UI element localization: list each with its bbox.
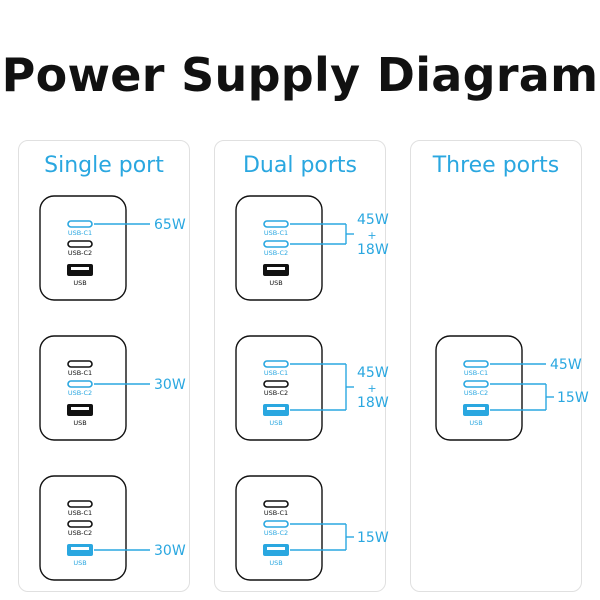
col2-row0-charger-body: [435, 335, 523, 441]
col0-row1-port-c2-icon: [67, 380, 93, 388]
col1-row2-port-c1-icon: [263, 500, 289, 508]
col1-row1-label-c1: USB-C1: [264, 369, 288, 377]
col1-row0-label-c2: USB-C2: [264, 249, 288, 257]
col2-row0-port-usb-slot-icon: [467, 407, 485, 410]
col1-row0-label-c1: USB-C1: [264, 229, 288, 237]
col0-row2-label-c2: USB-C2: [68, 529, 92, 537]
col0-row2-port-usb-slot-icon: [71, 547, 89, 550]
col1-row2-label-usb: USB: [269, 559, 282, 567]
col0-row1-label-usb: USB: [73, 419, 86, 427]
panel-title-dual-ports: Dual ports: [242, 153, 358, 178]
col1-row2-charger-body: [235, 475, 323, 581]
panel-title-single-port: Single port: [44, 153, 164, 178]
col1-row0-charger-body: [235, 195, 323, 301]
col1-row0-port-c1-icon: [263, 220, 289, 228]
col1-row1-port-c1-icon: [263, 360, 289, 368]
col1-row1-wattage-0-0: 45W: [357, 365, 389, 381]
col2-row0-label-c1: USB-C1: [464, 369, 488, 377]
col2-row0-label-usb: USB: [469, 419, 482, 427]
col1-row1-wattage-0-2: 18W: [357, 395, 389, 411]
col1-row1-charger-body: [235, 335, 323, 441]
col1-row0-wattage-0-2: 18W: [357, 242, 389, 258]
col2-row0-port-c2-icon: [463, 380, 489, 388]
col1-row0-label-usb: USB: [269, 279, 282, 287]
col0-row2-label-usb: USB: [73, 559, 86, 567]
col0-row0-label-usb: USB: [73, 279, 86, 287]
col2-row0-port-c1-icon: [463, 360, 489, 368]
col0-row0-port-usb-slot-icon: [71, 267, 89, 270]
col0-row2-charger-body: [39, 475, 127, 581]
col0-row1-label-c1: USB-C1: [68, 369, 92, 377]
col1-row0-port-c2-icon: [263, 240, 289, 248]
col1-row2-port-usb-slot-icon: [267, 547, 285, 550]
page-title: Power Supply Diagram: [1, 48, 599, 102]
col2-row0-label-c2: USB-C2: [464, 389, 488, 397]
col0-row1-wattage-0-0: 30W: [154, 377, 186, 393]
col1-row1-port-usb-slot-icon: [267, 407, 285, 410]
col0-row2-port-c2-icon: [67, 520, 93, 528]
col1-row1-wattage-0-1: +: [367, 382, 376, 395]
col1-row0-port-usb-slot-icon: [267, 267, 285, 270]
col0-row2-port-c1-icon: [67, 500, 93, 508]
col0-row1-port-c1-icon: [67, 360, 93, 368]
col1-row2-label-c2: USB-C2: [264, 529, 288, 537]
col0-row2-wattage-0-0: 30W: [154, 543, 186, 559]
col0-row0-wattage-0-0: 65W: [154, 217, 186, 233]
col0-row1-charger-body: [39, 335, 127, 441]
col2-row0-wattage-0-0: 45W: [550, 357, 582, 373]
col0-row0-label-c2: USB-C2: [68, 249, 92, 257]
col0-row1-label-c2: USB-C2: [68, 389, 92, 397]
col1-row1-label-c2: USB-C2: [264, 389, 288, 397]
col1-row1-port-c2-icon: [263, 380, 289, 388]
col0-row0-label-c1: USB-C1: [68, 229, 92, 237]
col0-row0-port-c2-icon: [67, 240, 93, 248]
col1-row1-label-usb: USB: [269, 419, 282, 427]
col0-row0-port-c1-icon: [67, 220, 93, 228]
col1-row0-wattage-0-0: 45W: [357, 212, 389, 228]
col1-row0-wattage-0-1: +: [367, 229, 376, 242]
panel-title-three-ports: Three ports: [432, 153, 560, 178]
col2-row0-wattage-1-0: 15W: [557, 390, 589, 406]
col0-row1-port-usb-slot-icon: [71, 407, 89, 410]
col1-row2-port-c2-icon: [263, 520, 289, 528]
col1-row2-wattage-0-0: 15W: [357, 530, 389, 546]
col1-row2-label-c1: USB-C1: [264, 509, 288, 517]
col0-row2-label-c1: USB-C1: [68, 509, 92, 517]
col0-row0-charger-body: [39, 195, 127, 301]
